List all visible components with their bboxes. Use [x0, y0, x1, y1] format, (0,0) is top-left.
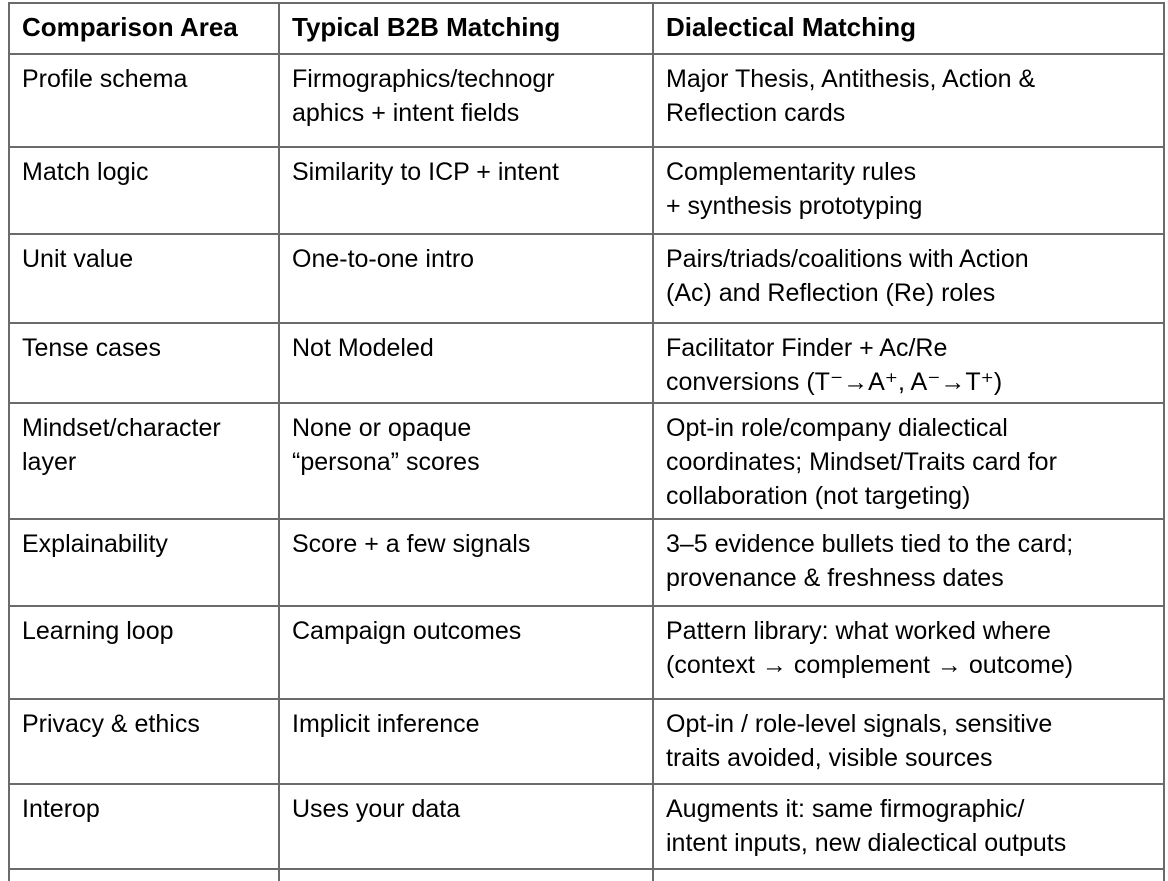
- column-header-typical-b2b-matching: Typical B2B Matching: [278, 2, 654, 55]
- cell-typical: Score + a few signals: [278, 518, 654, 607]
- cell-dialectical: Complementarity rules + synthesis protot…: [652, 146, 1165, 235]
- cell-typical: [278, 868, 654, 881]
- cell-dialectical: Pairs/triads/coalitions with Action (Ac)…: [652, 233, 1165, 324]
- cell-area: Interop: [8, 783, 280, 870]
- cell-area: Learning loop: [8, 605, 280, 700]
- cell-dialectical: Pattern library: what worked where (cont…: [652, 605, 1165, 700]
- table-row-unit-value: Unit value One-to-one intro Pairs/triads…: [8, 233, 1165, 324]
- cell-area: Unit value: [8, 233, 280, 324]
- table-row-interop: Interop Uses your data Augments it: same…: [8, 783, 1165, 870]
- cell-area: Privacy & ethics: [8, 698, 280, 785]
- header-row: Comparison Area Typical B2B Matching Dia…: [8, 2, 1165, 55]
- cell-typical: Similarity to ICP + intent: [278, 146, 654, 235]
- cell-area: [8, 868, 280, 881]
- cell-typical: Firmographics/technogr aphics + intent f…: [278, 53, 654, 148]
- cell-area: Mindset/character layer: [8, 402, 280, 520]
- cell-dialectical: [652, 868, 1165, 881]
- cell-typical: Not Modeled: [278, 322, 654, 404]
- table-row-match-logic: Match logic Similarity to ICP + intent C…: [8, 146, 1165, 235]
- table-row-explainability: Explainability Score + a few signals 3–5…: [8, 518, 1165, 607]
- table-row-partial-clipped: [8, 868, 1165, 881]
- cell-typical: One-to-one intro: [278, 233, 654, 324]
- cell-dialectical: 3–5 evidence bullets tied to the card; p…: [652, 518, 1165, 607]
- cell-area: Tense cases: [8, 322, 280, 404]
- comparison-table: Comparison Area Typical B2B Matching Dia…: [8, 2, 1165, 881]
- table-row-mindset-character-layer: Mindset/character layer None or opaque “…: [8, 402, 1165, 520]
- cell-typical: Campaign outcomes: [278, 605, 654, 700]
- cell-area: Match logic: [8, 146, 280, 235]
- cell-area: Explainability: [8, 518, 280, 607]
- table-row-tense-cases: Tense cases Not Modeled Facilitator Find…: [8, 322, 1165, 404]
- cell-typical: Implicit inference: [278, 698, 654, 785]
- cell-typical: Uses your data: [278, 783, 654, 870]
- table-row-privacy-ethics: Privacy & ethics Implicit inference Opt-…: [8, 698, 1165, 785]
- cell-dialectical: Facilitator Finder + Ac/Re conversions (…: [652, 322, 1165, 404]
- column-header-comparison-area: Comparison Area: [8, 2, 280, 55]
- column-header-dialectical-matching: Dialectical Matching: [652, 2, 1165, 55]
- table-row-learning-loop: Learning loop Campaign outcomes Pattern …: [8, 605, 1165, 700]
- cell-typical: None or opaque “persona” scores: [278, 402, 654, 520]
- table-row-profile-schema: Profile schema Firmographics/technogr ap…: [8, 53, 1165, 148]
- cell-dialectical: Major Thesis, Antithesis, Action & Refle…: [652, 53, 1165, 148]
- cell-dialectical: Opt-in / role-level signals, sensitive t…: [652, 698, 1165, 785]
- cell-area: Profile schema: [8, 53, 280, 148]
- cell-dialectical: Augments it: same firmographic/ intent i…: [652, 783, 1165, 870]
- cell-dialectical: Opt-in role/company dialectical coordina…: [652, 402, 1165, 520]
